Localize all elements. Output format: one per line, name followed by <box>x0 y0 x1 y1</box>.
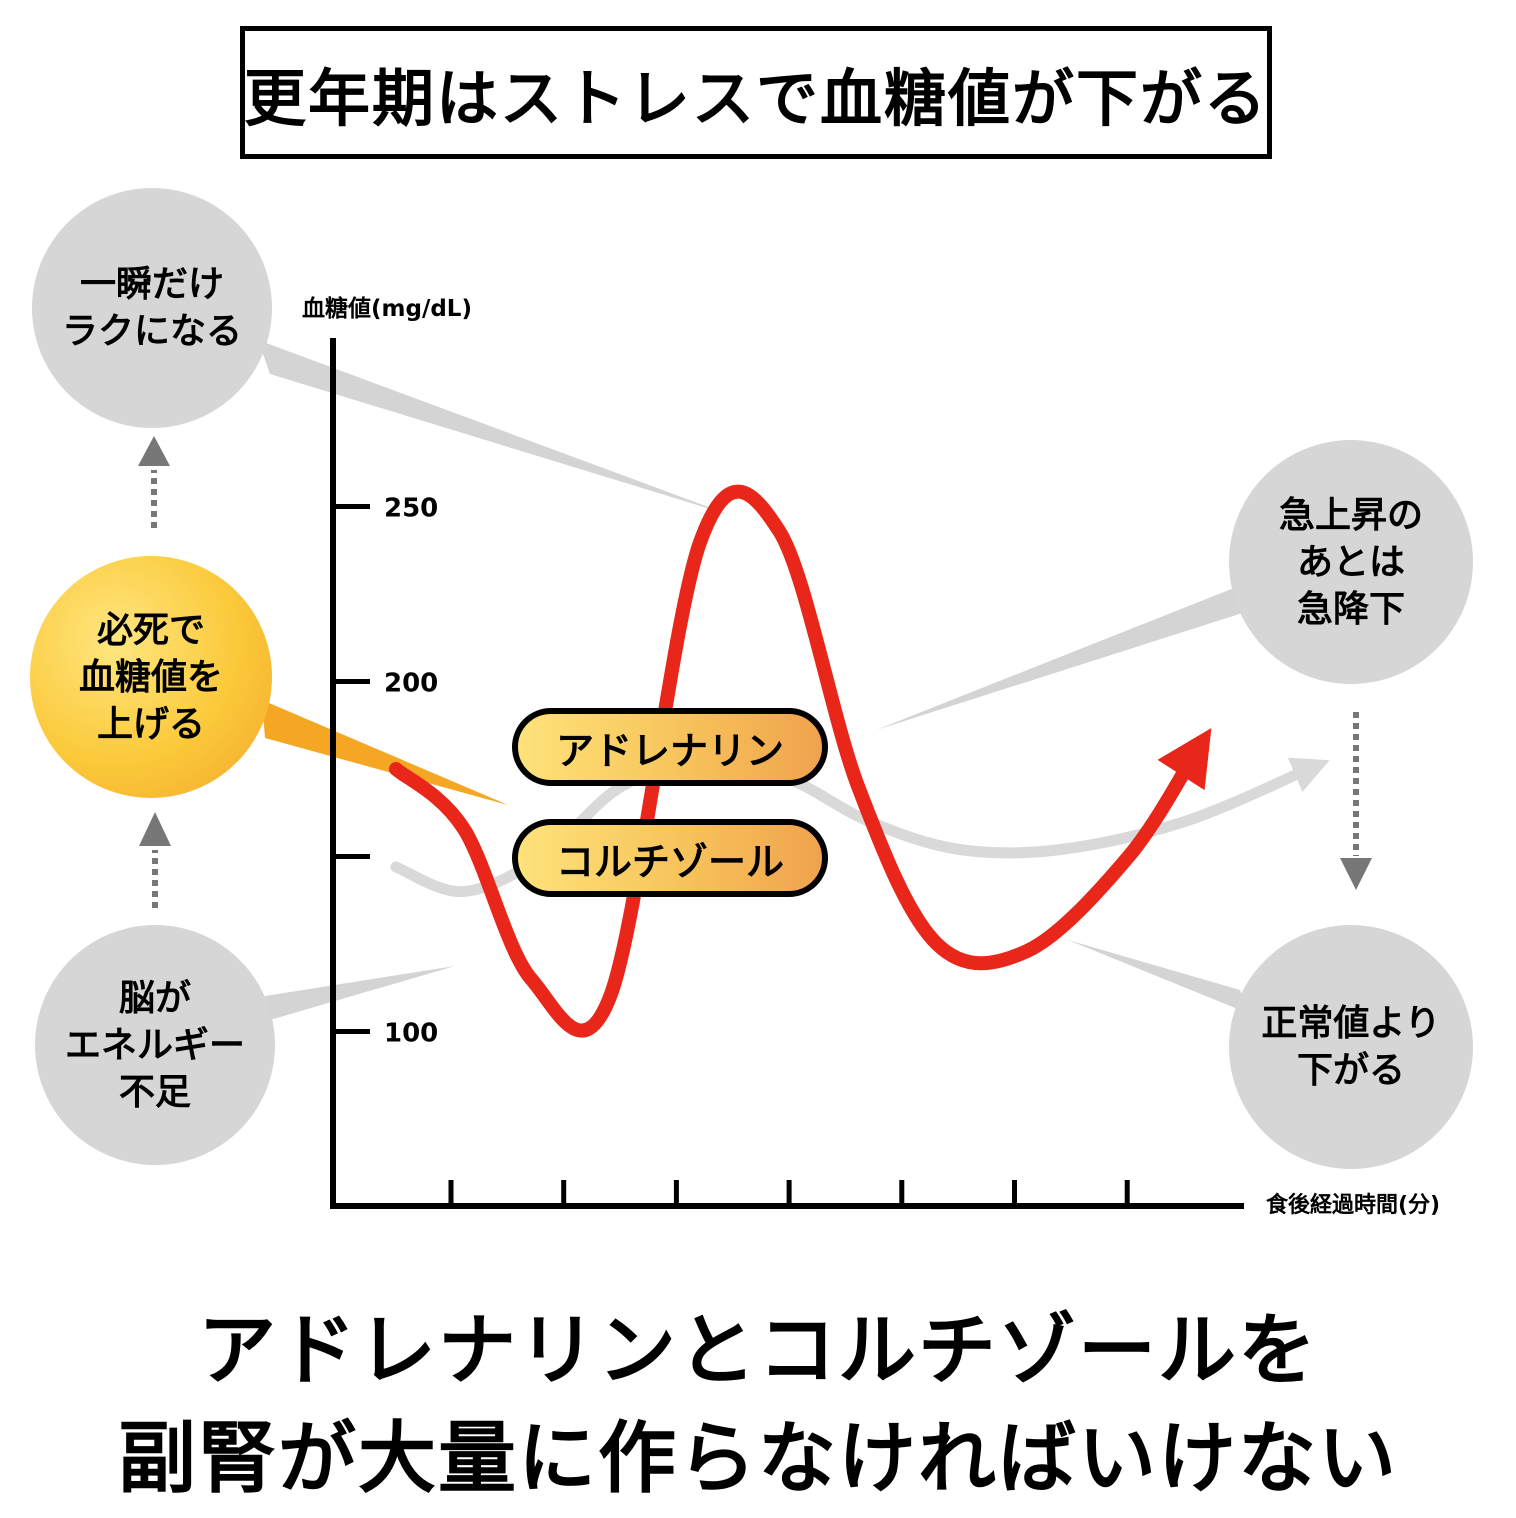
bubble-brain-line1: 脳が <box>118 977 191 1019</box>
bubble-below-line2: 下がる <box>1296 1050 1405 1091</box>
bubble-brain-line2: エネルギー <box>64 1024 245 1066</box>
bubble-below: 正常値より 下がる <box>1229 925 1473 1169</box>
bubble-below-line1: 正常値より <box>1261 1003 1441 1044</box>
pointer-brain <box>265 966 455 1020</box>
bubble-spike: 急上昇の あとは 急降下 <box>1229 440 1473 684</box>
page-title: 更年期はストレスで血糖値が下がる <box>244 61 1269 135</box>
bubble-brain: 脳が エネルギー 不足 <box>35 925 275 1165</box>
hormone-label-adrenaline: アドレナリン <box>512 708 828 786</box>
pointer-spike <box>876 584 1252 730</box>
arrow-up-top-head <box>138 436 170 466</box>
bubble-relief-line1: 一瞬だけ <box>79 264 224 305</box>
hormone-cortisol-text: コルチゾール <box>555 839 784 884</box>
pointer-below <box>1068 940 1250 1014</box>
bubble-spike-line2: あとは <box>1296 541 1405 583</box>
caption-line-2: 副腎が大量に作らなければいけない <box>117 1414 1398 1504</box>
hormone-adrenaline-text: アドレナリン <box>555 728 784 773</box>
bubble-brain-line3: 不足 <box>118 1071 191 1113</box>
x-ticks <box>448 1180 1130 1206</box>
x-axis-label: 食後経過時間(分) <box>1266 1192 1440 1218</box>
callout-pointers <box>258 340 1252 1020</box>
title-box: 更年期はストレスで血糖値が下がる <box>240 26 1272 159</box>
bubble-relief-line2: ラクになる <box>61 311 242 352</box>
bubble-spike-line1: 急上昇の <box>1278 494 1423 536</box>
bubble-raise: 必死で 血糖値を 上げる <box>30 556 272 798</box>
arrow-down-right-head <box>1340 858 1372 890</box>
bubble-spike-line3: 急降下 <box>1296 588 1405 630</box>
pointer-raise <box>262 700 508 805</box>
y-axis-label: 血糖値(mg/dL) <box>302 295 472 322</box>
y-tick-label: 250 <box>384 494 438 524</box>
bubble-raise-line1: 必死で <box>96 609 205 651</box>
y-tick-label: 200 <box>384 669 438 699</box>
caption-line-1: アドレナリンとコルチゾールを <box>197 1306 1318 1396</box>
pointer-relief <box>258 340 730 515</box>
flow-arrows <box>138 436 1372 908</box>
series-line-blood-glucose <box>389 484 1212 1038</box>
hormone-label-cortisol: コルチゾール <box>512 819 828 897</box>
y-ticks: 100 200 250 <box>333 494 438 1049</box>
bubble-relief: 一瞬だけ ラクになる <box>32 188 272 428</box>
y-tick-label: 100 <box>384 1019 438 1049</box>
bubble-raise-line2: 血糖値を <box>78 656 223 698</box>
bubble-raise-line3: 上げる <box>96 703 205 745</box>
arrow-up-bottom-head <box>139 812 171 846</box>
